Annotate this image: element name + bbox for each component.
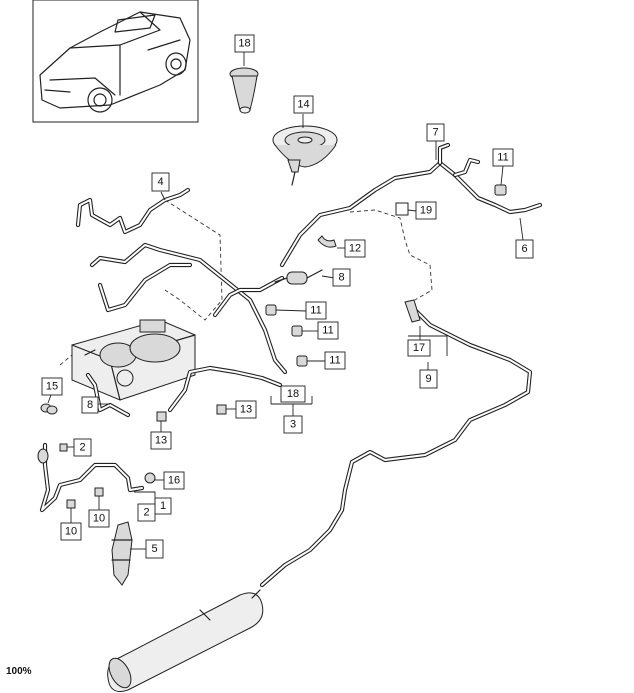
callout-9[interactable]: 9: [419, 369, 438, 389]
part-8-filter: [274, 269, 323, 285]
canister: [107, 589, 264, 692]
callout-14[interactable]: 14: [293, 95, 314, 114]
svg-text:10: 10: [65, 526, 77, 538]
svg-text:19: 19: [420, 205, 432, 217]
canister-line: [259, 299, 533, 588]
svg-text:17: 17: [413, 342, 425, 354]
callout-19[interactable]: 19: [415, 201, 437, 220]
callout-10-left[interactable]: 10: [60, 522, 82, 541]
clip-10a: [66, 499, 76, 509]
clip-11d: [296, 355, 308, 367]
callout-11-c[interactable]: 11: [317, 321, 339, 340]
clip-15: [40, 403, 58, 415]
clip-11a: [494, 184, 507, 196]
part-8-left-line: [85, 372, 131, 418]
clip-13a: [156, 411, 167, 422]
callout-5[interactable]: 5: [145, 539, 164, 559]
main-fuel-line: [279, 142, 543, 268]
callout-11-b[interactable]: 11: [305, 301, 327, 320]
svg-text:11: 11: [497, 152, 508, 164]
callout-17[interactable]: 17: [407, 339, 431, 357]
callout-10-mid[interactable]: 10: [88, 509, 110, 528]
svg-text:9: 9: [425, 373, 431, 385]
svg-text:15: 15: [46, 381, 58, 393]
svg-text:11: 11: [310, 305, 321, 317]
callout-16[interactable]: 16: [163, 471, 185, 490]
callout-18-mid[interactable]: 18: [280, 385, 306, 403]
clip-12: [317, 235, 337, 248]
callout-7[interactable]: 7: [426, 123, 445, 142]
svg-text:8: 8: [338, 272, 344, 284]
leader-lines: [47, 52, 524, 550]
svg-text:13: 13: [240, 404, 252, 416]
clip-11c: [291, 325, 303, 337]
clip-11b: [265, 304, 277, 316]
part-5-bracket: [111, 521, 133, 586]
callout-4[interactable]: 4: [151, 172, 170, 192]
svg-text:4: 4: [157, 176, 163, 188]
part-4-line: [75, 187, 288, 375]
vehicle-thumbnail: [32, 0, 199, 123]
callout-8-top[interactable]: 8: [332, 268, 351, 287]
callout-18-top[interactable]: 18: [234, 34, 255, 53]
part-18-line: [167, 365, 283, 413]
part-14-disc: [272, 125, 338, 186]
svg-text:8: 8: [87, 399, 93, 411]
clip-13b: [216, 404, 227, 415]
callout-2-bottom[interactable]: 2: [137, 503, 156, 522]
clip-10b: [94, 487, 104, 497]
svg-text:2: 2: [79, 442, 85, 454]
callout-1[interactable]: 1: [154, 497, 172, 515]
svg-text:18: 18: [238, 38, 250, 50]
svg-text:11: 11: [329, 355, 340, 367]
callout-2-top[interactable]: 2: [73, 438, 92, 457]
svg-text:12: 12: [349, 243, 361, 255]
zoom-indicator[interactable]: 100%: [6, 667, 32, 677]
zoom-label: 100%: [6, 666, 32, 677]
svg-text:7: 7: [432, 127, 438, 139]
part-1-2-hose: [37, 442, 145, 513]
svg-text:13: 13: [155, 435, 167, 447]
clip-16: [144, 472, 156, 484]
svg-text:5: 5: [151, 543, 157, 555]
callout-3[interactable]: 3: [283, 415, 303, 434]
callout-12[interactable]: 12: [344, 239, 366, 258]
callout-11-top-right[interactable]: 11: [492, 148, 514, 167]
square-19: [395, 202, 409, 216]
callout-13-mid[interactable]: 13: [235, 400, 257, 419]
svg-text:3: 3: [290, 419, 296, 431]
part-18-cap: [229, 67, 259, 114]
callout-15[interactable]: 15: [41, 377, 63, 396]
svg-text:18: 18: [287, 388, 299, 400]
svg-text:1: 1: [160, 500, 166, 512]
callout-11-d[interactable]: 11: [324, 351, 346, 370]
svg-text:14: 14: [297, 99, 309, 111]
svg-text:16: 16: [168, 475, 180, 487]
svg-text:10: 10: [93, 513, 105, 525]
callout-8-left[interactable]: 8: [81, 396, 99, 414]
clip-2a: [59, 443, 68, 452]
svg-text:11: 11: [322, 325, 333, 337]
svg-text:6: 6: [521, 243, 527, 255]
pump-assembly: [71, 319, 196, 401]
callout-6[interactable]: 6: [515, 239, 534, 259]
svg-text:2: 2: [143, 507, 149, 519]
callout-13-left[interactable]: 13: [150, 431, 172, 450]
